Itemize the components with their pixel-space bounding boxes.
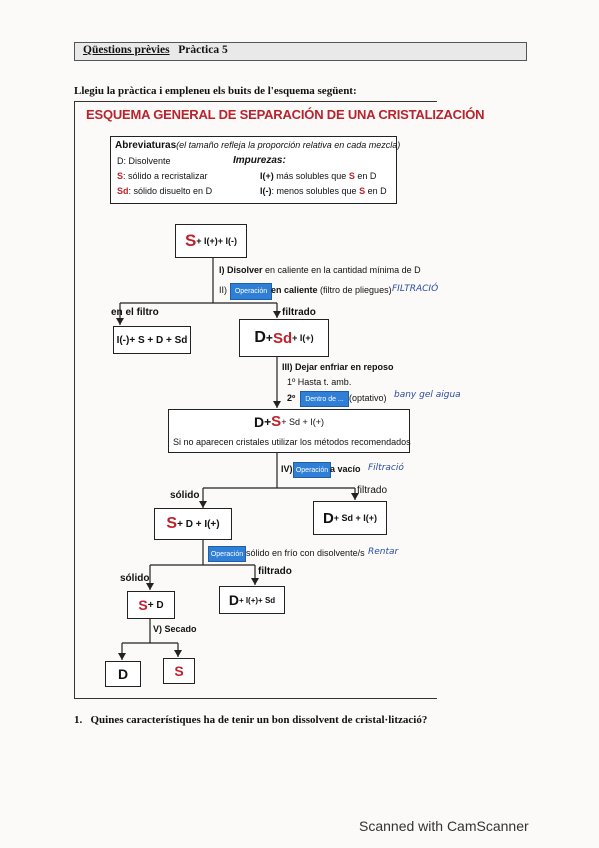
abbreviations-heading-line: Abreviaturas(el tamaño refleja la propor…: [115, 140, 401, 151]
cooling-note: Si no aparecen cristales utilizar los mé…: [173, 437, 411, 447]
step-3-2-num: 2º: [287, 393, 296, 403]
step-3: III) Dejar enfriar en reposo: [282, 362, 394, 372]
filtrate-3-box: D + I(+)+ Sd: [219, 586, 285, 614]
abbr-i-plus-key: I(+): [260, 171, 274, 181]
step-5-handwritten: Rentar: [368, 547, 399, 557]
cool-s: S: [271, 413, 282, 430]
filter-residue-box: I(-)+ S + D + Sd: [113, 326, 191, 354]
abbr-i-minus-s: S: [359, 186, 366, 196]
step-1-num: I): [219, 265, 225, 275]
abbreviations-note: (el tamaño refleja la proporción relativ…: [176, 140, 401, 150]
abbr-i-plus-text-a: más solubles que: [273, 171, 349, 181]
step-2-operation-field[interactable]: Operación: [230, 283, 272, 300]
step-5-operation-field[interactable]: Operación: [208, 546, 246, 562]
abbr-i-plus: I(+) más solubles que S en D: [260, 171, 376, 181]
cool-rest: + Sd + I(+): [281, 416, 324, 427]
label-filtrate-2: filtrado: [357, 485, 388, 496]
filtrate-1-plus: +: [265, 331, 273, 345]
solid-1-rest: + D + I(+): [177, 518, 220, 530]
abbr-s-key: S: [117, 171, 124, 181]
abbr-d: D: Disolvente: [117, 156, 171, 166]
solid-2-rest: + D: [147, 599, 164, 611]
filtrate-2-rest: + Sd + I(+): [333, 513, 378, 523]
step-1-bold: Disolver: [227, 265, 263, 275]
start-rest: + I(+)+ I(-): [196, 236, 238, 246]
abbr-i-minus-key: I(-): [260, 186, 272, 196]
abbr-i-plus-text-b: en D: [354, 171, 377, 181]
step-4-num: IV): [281, 464, 293, 474]
solid-2-s: S: [138, 597, 148, 613]
filtrate-1-sd: Sd: [272, 329, 293, 347]
filtrate-1-box: D + Sd + I(+): [239, 319, 329, 357]
cool-plus: +: [264, 414, 272, 429]
step-2-bold: en caliente: [271, 285, 318, 295]
question-1-number: 1.: [74, 714, 83, 726]
label-solid-2: sólido: [120, 573, 150, 584]
abbr-sd: Sd: sólido disuelto en D: [117, 186, 212, 196]
abbr-s-text: : sólido a recristalizar: [123, 171, 208, 181]
filtrate-2-box: D + Sd + I(+): [313, 501, 387, 535]
step-4-operation-field[interactable]: Operación: [293, 462, 331, 478]
step-6: V) Secado: [153, 624, 197, 634]
filtrate-1-rest: + I(+): [292, 333, 314, 343]
header-text: Qüestions prèvies Pràctica 5: [83, 44, 228, 56]
step-1-rest: en caliente en la cantidad mínima de D: [262, 265, 421, 275]
final-d-box: D: [105, 661, 141, 687]
header-label: Qüestions prèvies: [83, 44, 170, 56]
abbr-s: S: sólido a recristalizar: [117, 171, 208, 181]
filtrate-1-d: D: [254, 329, 266, 346]
step-3-2-optional: (optativo): [349, 393, 387, 403]
scheme-frame: [74, 101, 437, 699]
filtrate-3-d: D: [228, 592, 239, 608]
abbr-sd-key: Sd: [117, 186, 129, 196]
abbreviations-box: Abreviaturas(el tamaño refleja la propor…: [110, 136, 401, 204]
step-4-text: a vacío: [330, 464, 361, 474]
start-s: S: [184, 231, 197, 250]
impurities-heading: Impurezas:: [233, 155, 286, 166]
label-solid-1: sólido: [170, 490, 200, 501]
cooling-formula: D + S + Sd + I(+): [169, 413, 409, 430]
abbr-i-minus: I(-): menos solubles que S en D: [260, 186, 387, 196]
cooling-mixture-box: D + S + Sd + I(+) Si no aparecen cristal…: [168, 409, 411, 453]
filtrate-3-rest: + I(+)+ Sd: [238, 595, 276, 605]
abbr-i-minus-text-b: en D: [365, 186, 387, 196]
step-3-handwritten: bany gel aigua: [394, 390, 461, 400]
step-5-text: sólido en frío con disolvente/s: [246, 548, 365, 558]
label-filtrate-1: filtrado: [282, 307, 316, 318]
intro-text: Llegiu la pràctica i empleneu els buits …: [74, 85, 357, 97]
step-1: I) Disolver en caliente en la cantidad m…: [219, 265, 421, 275]
question-1: 1. Quines característiques ha de tenir u…: [74, 714, 427, 726]
start-mixture-box: S + I(+)+ I(-): [175, 224, 247, 258]
abbr-sd-text: : sólido disuelto en D: [128, 186, 213, 196]
abbreviations-heading: Abreviaturas: [115, 140, 177, 151]
step-3-2-field[interactable]: Dentro de ...: [300, 391, 349, 407]
solid-2-box: S + D: [127, 591, 175, 619]
step-2-text: en caliente (filtro de pliegues): [271, 285, 392, 295]
cool-d: D: [254, 413, 265, 430]
step-4-handwritten: Filtració: [368, 463, 404, 473]
header-bar: [74, 42, 527, 61]
label-filtrate-3: filtrado: [258, 566, 292, 577]
abbr-i-plus-s: S: [348, 171, 355, 181]
label-on-filter: en el filtro: [111, 307, 159, 318]
step-3-1: 1º Hasta t. amb.: [287, 377, 352, 387]
final-s-box: S: [163, 658, 195, 684]
filtrate-2-d: D: [322, 509, 334, 527]
scheme-title: ESQUEMA GENERAL DE SEPARACIÓN DE UNA CRI…: [86, 107, 485, 122]
solid-1-box: S + D + I(+): [154, 508, 232, 540]
camscanner-watermark: Scanned with CamScanner: [359, 818, 529, 834]
step-2-handwritten: FILTRACIÓ: [392, 284, 439, 294]
step-2-num: II): [219, 285, 227, 295]
header-practice: Pràctica 5: [178, 44, 228, 56]
question-1-text: Quines característiques ha de tenir un b…: [90, 714, 428, 726]
step-2-rest: (filtro de pliegues): [317, 285, 392, 295]
abbr-i-minus-text-a: : menos solubles que: [271, 186, 360, 196]
solid-1-s: S: [166, 515, 178, 532]
